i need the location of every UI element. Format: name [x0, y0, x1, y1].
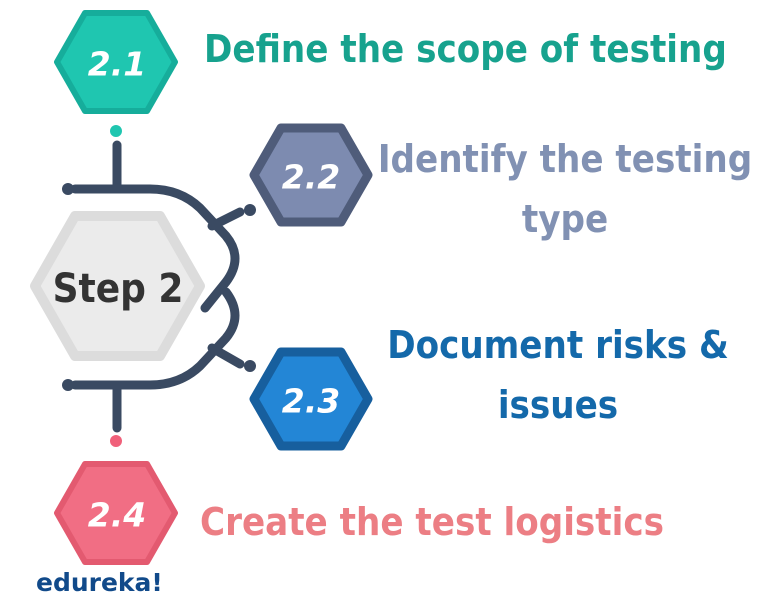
dot-2-3	[244, 360, 256, 372]
edureka-logo: edureka!	[36, 568, 163, 597]
dot-2-2	[244, 204, 256, 216]
step-number-2-2: 2.2	[282, 158, 340, 197]
step-label-2-2-line-2: type	[522, 197, 608, 241]
step-number-2-1: 2.1	[88, 45, 146, 84]
step-label-2-3-line-2: issues	[498, 383, 618, 427]
connector-branch-2-2	[207, 207, 245, 231]
step-number-2-3: 2.3	[282, 382, 340, 421]
dot-2-4	[110, 435, 122, 447]
step-hexagon-2-3: 2.3	[249, 347, 373, 451]
step-label-2-3-line-1: Document risks &	[387, 323, 729, 367]
dot-2-1	[110, 125, 122, 137]
dot-left-top	[62, 183, 74, 195]
center-hexagon: Step 2	[30, 211, 205, 361]
connector-lines	[70, 140, 245, 433]
step-hexagon-2-4: 2.4	[54, 461, 178, 565]
connector-bottom-curve	[70, 287, 240, 390]
step-hexagon-2-2: 2.2	[249, 123, 373, 227]
step-number-2-4: 2.4	[88, 496, 146, 535]
center-label: Step 2	[53, 266, 184, 312]
step-label-2-4: Create the test logistics	[200, 500, 664, 544]
dot-left-bottom	[62, 379, 74, 391]
step-hexagon-2-1: 2.1	[54, 10, 178, 114]
connector-branch-2-3	[207, 343, 245, 369]
step-label-2-1: Define the scope of testing	[204, 27, 727, 71]
step-label-2-2-line-1: Identify the testing	[378, 137, 752, 181]
